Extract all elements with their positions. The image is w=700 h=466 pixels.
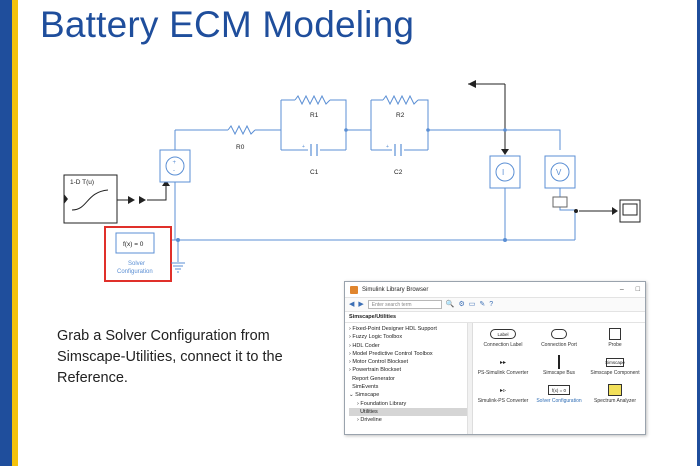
block-probe[interactable]: Probe — [587, 326, 643, 354]
library-toolbar: ◀ ▶ Enter search term 🔍 ⚙ ▭ ✎ ? — [345, 298, 645, 312]
left-accent-bar — [0, 0, 12, 466]
block-connection-label[interactable]: Label Connection Label — [475, 326, 531, 354]
tree-item[interactable]: SimEvents — [352, 384, 379, 391]
solver-label-line1: Solver — [128, 261, 145, 267]
resistor-r0[interactable] — [227, 124, 256, 136]
tree-item[interactable]: Report Generator — [352, 375, 395, 382]
library-browser-title: Simulink Library Browser — [362, 286, 429, 293]
connection-label-icon: Label — [490, 329, 516, 339]
arrow-icon — [128, 196, 135, 204]
tree-item-utilities[interactable]: Utilities — [349, 407, 472, 417]
tree-item[interactable]: › Motor Control Blockset — [349, 359, 409, 366]
arrow-icon — [139, 196, 146, 204]
solver-icon: f(x) = 0 — [548, 385, 570, 395]
r1-label: R1 — [310, 112, 319, 119]
svg-text:+: + — [173, 160, 177, 166]
r0-label: R0 — [236, 144, 245, 151]
capacitor-c1[interactable] — [310, 144, 318, 156]
arrow-icon — [468, 80, 476, 88]
back-icon[interactable]: ◀ — [349, 300, 355, 308]
ps-converter-block[interactable] — [552, 196, 568, 208]
block-simscape-component[interactable]: Simscape Simscape Component — [590, 357, 640, 376]
current-sensor-label: I — [502, 168, 504, 177]
solver-label-line2: Configuration — [117, 269, 153, 275]
library-tree: › Fixed-Point Designer HDL Support › Fuz… — [345, 323, 473, 434]
connection-port-icon — [551, 329, 567, 339]
voltage-sensor-label: V — [556, 168, 562, 177]
pin-icon[interactable]: ✎ — [479, 300, 486, 308]
circuit-diagram: R0 R1 R2 + + C1 C2 + - 1-D T(u) I V — [63, 80, 641, 282]
library-path: Simscape/Utilities — [345, 312, 645, 323]
tree-item-simscape[interactable]: ⌄ Simscape — [349, 392, 380, 399]
block-connection-port[interactable]: Connection Port — [531, 326, 587, 354]
block-simulink-ps-converter[interactable]: ▸▹ Simulink-PS Converter — [475, 382, 531, 410]
simulink-ps-icon: ▸▹ — [499, 387, 507, 394]
svg-text:-: - — [173, 168, 175, 174]
maximize-button[interactable]: □ — [635, 286, 640, 293]
r2-label: R2 — [396, 112, 405, 119]
minimize-button[interactable]: – — [619, 286, 624, 293]
forward-icon[interactable]: ▶ — [358, 300, 364, 308]
component-icon: Simscape — [605, 357, 625, 367]
lookup-table-block[interactable]: 1-D T(u) — [63, 174, 118, 224]
svg-text:+: + — [386, 144, 389, 150]
block-spectrum-analyzer[interactable]: Spectrum Analyzer — [587, 382, 643, 410]
block-ps-simulink-converter[interactable]: ▸▸ PS-Simulink Converter — [475, 354, 531, 382]
search-input[interactable]: Enter search term — [367, 300, 442, 309]
lookup-label: 1-D T(u) — [70, 179, 94, 186]
spectrum-analyzer-icon — [608, 384, 622, 396]
new-model-icon[interactable]: ▭ — [468, 300, 476, 308]
scope-block[interactable] — [619, 199, 641, 223]
controlled-voltage-source[interactable]: + - — [159, 149, 191, 183]
right-accent-bar — [697, 0, 700, 466]
solver-configuration-block[interactable]: f(x) = 0 Solver Configuration — [104, 226, 172, 282]
capacitor-c2[interactable] — [394, 144, 402, 156]
library-browser-titlebar: Simulink Library Browser – □ — [345, 282, 645, 298]
search-icon[interactable]: 🔍 — [445, 300, 455, 308]
tree-item[interactable]: › HDL Coder — [349, 342, 380, 349]
ps-converter-icon: ▸▸ — [499, 359, 507, 366]
instruction-text: Grab a Solver Configuration from Simscap… — [57, 328, 283, 386]
resistor-r1[interactable] — [294, 94, 331, 106]
tree-item[interactable]: › Foundation Library — [357, 400, 407, 407]
tree-item[interactable]: › Driveline — [357, 417, 382, 424]
resistor-r2[interactable] — [382, 94, 419, 106]
c2-label: C2 — [394, 169, 403, 176]
library-browser-window[interactable]: Simulink Library Browser – □ ◀ ▶ Enter s… — [344, 281, 646, 435]
voltage-sensor[interactable]: V — [544, 155, 576, 189]
left-yellow-stripe — [12, 0, 18, 466]
help-icon[interactable]: ? — [489, 300, 494, 308]
solver-formula: f(x) = 0 — [123, 241, 144, 248]
c1-label: C1 — [310, 169, 319, 176]
current-sensor[interactable]: I — [489, 155, 521, 189]
tree-item[interactable]: › Fuzzy Logic Toolbox — [349, 334, 403, 341]
tree-scrollbar[interactable] — [467, 323, 472, 434]
probe-icon — [609, 328, 621, 340]
svg-text:+: + — [302, 144, 305, 150]
settings-icon[interactable]: ⚙ — [458, 300, 465, 308]
library-blocks-pane: Label Connection Label Connection Port P… — [473, 323, 645, 434]
tree-item[interactable]: › Fixed-Point Designer HDL Support — [349, 326, 437, 332]
arrow-icon — [612, 207, 618, 215]
simulink-logo-icon — [350, 285, 358, 294]
bus-icon — [558, 355, 560, 369]
block-simscape-bus[interactable]: Simscape Bus — [531, 354, 587, 382]
block-solver-configuration[interactable]: f(x) = 0 Solver Configuration — [531, 382, 587, 410]
slide-title: Battery ECM Modeling — [40, 4, 415, 45]
tree-item[interactable]: › Model Predictive Control Toolbox — [349, 350, 433, 357]
electrical-reference[interactable] — [171, 262, 185, 273]
wires — [172, 99, 576, 262]
arrow-icon — [501, 149, 509, 155]
tree-item[interactable]: › Powertrain Blockset — [349, 367, 401, 374]
arrow-icon — [162, 180, 170, 186]
